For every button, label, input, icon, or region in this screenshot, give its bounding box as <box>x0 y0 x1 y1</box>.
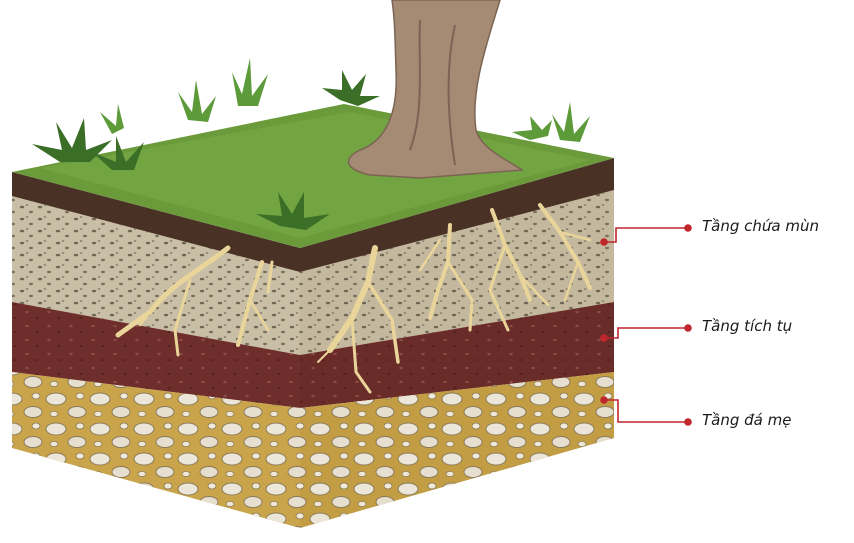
label-accumulation-layer: Tầng tích tụ <box>702 317 792 335</box>
label-humus-layer: Tầng chứa mùn <box>702 217 819 235</box>
label-parent-rock-layer: Tầng đá mẹ <box>702 411 791 429</box>
leader-lines <box>601 225 691 425</box>
